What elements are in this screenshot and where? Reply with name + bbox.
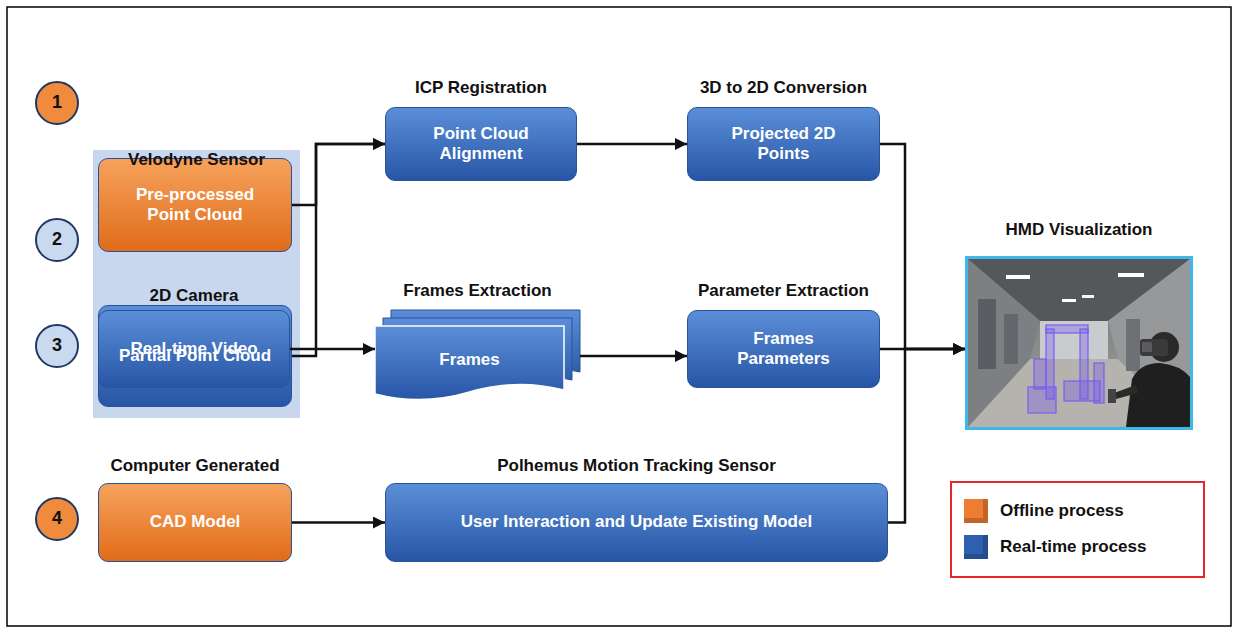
step-heading: Polhemus Motion Tracking Sensor [497,456,776,476]
legend-entry: Offline process [964,493,1191,529]
frames-stack: Frames [375,310,580,402]
process-box-node: Computer GeneratedCAD Model [98,453,292,562]
step-heading-row: Computer Generated [98,453,292,483]
step-heading-row: Polhemus Motion Tracking Sensor [385,453,888,483]
flow-arrow [580,355,687,358]
step-heading-row: Frames Extraction [375,280,580,310]
process-box: CAD Model [98,483,292,562]
box-label: Projected 2D Points [706,124,861,165]
process-box-node: 2D CameraReal-time Video [98,280,290,388]
step-heading-row: 3D to 2D Conversion [687,77,880,107]
step-heading-row: HMD Visualization [965,212,1193,256]
callout-number: 1 [52,92,62,114]
flow-arrow [888,349,965,523]
step-heading: 2D Camera [150,286,239,306]
callout-number: 3 [52,335,62,357]
step-number: 2 [35,218,79,262]
flow-arrow [880,144,965,349]
flow-arrow [880,348,965,351]
hmd-view-node: HMD Visualization [965,212,1193,430]
legend-entry: Real-time process [964,529,1191,565]
process-box: Projected 2D Points [687,107,880,181]
step-number-node: 4 [35,497,79,541]
box-label: User Interaction and Update Existing Mod… [461,512,812,532]
step-heading: Computer Generated [110,456,279,476]
process-box: Pre-processed Point Cloud [98,158,292,252]
hmd-photo [968,259,1190,427]
step-number: 1 [35,81,79,125]
box-label: Point Cloud Alignment [404,124,558,165]
step-number-node: 2 [35,218,79,262]
box-label: Pre-processed Point Cloud [117,185,273,226]
box-label: CAD Model [150,512,241,532]
legend-label: Real-time process [1000,537,1146,557]
process-box-node: Pre-processed Point Cloud [98,158,292,252]
legend-box: Offline processReal-time process [950,481,1205,578]
legend-swatch [964,535,988,559]
process-box-node: Polhemus Motion Tracking SensorUser Inte… [385,453,888,562]
step-heading: ICP Registration [415,78,547,98]
flow-arrow [292,144,385,356]
step-heading-row: ICP Registration [385,77,577,107]
figure-frame [7,7,1231,626]
step-number: 3 [35,324,79,368]
process-box: Frames Parameters [687,310,880,388]
process-box: Point Cloud Alignment [385,107,577,181]
sensor-group-node: Velodyne SensorPre-processed Point Cloud… [93,28,300,418]
flow-arrow [292,521,385,524]
callout-number: 2 [52,229,62,251]
step-heading: 3D to 2D Conversion [700,78,867,98]
flow-arrow [577,143,687,146]
hmd-view [965,256,1193,430]
flow-arrow [290,348,375,351]
process-box-node: ICP RegistrationPoint Cloud Alignment [385,77,577,181]
process-box-node: Parameter ExtractionFrames Parameters [687,280,880,388]
step-heading: HMD Visualization [1005,220,1152,240]
step-heading: Frames Extraction [403,281,551,301]
flow-arrow [292,144,385,205]
box-label: Frames [439,350,499,370]
process-box-node: 3D to 2D ConversionProjected 2D Points [687,77,880,181]
step-heading: Parameter Extraction [698,281,869,301]
box-label: Frames Parameters [706,329,861,370]
frames-stack-node: Frames ExtractionFrames [375,280,580,402]
legend-label: Offline process [1000,501,1124,521]
step-heading-row: Parameter Extraction [687,280,880,310]
step-number-node: 3 [35,324,79,368]
step-number: 4 [35,497,79,541]
group-label: Velodyne Sensor [93,150,300,170]
callout-number: 4 [52,508,62,530]
box-label: Real-time Video [130,339,257,359]
step-heading-row: 2D Camera [98,280,290,310]
frames-stack [375,310,580,400]
process-box: User Interaction and Update Existing Mod… [385,483,888,562]
legend-swatch [964,499,988,523]
step-number-node: 1 [35,81,79,125]
